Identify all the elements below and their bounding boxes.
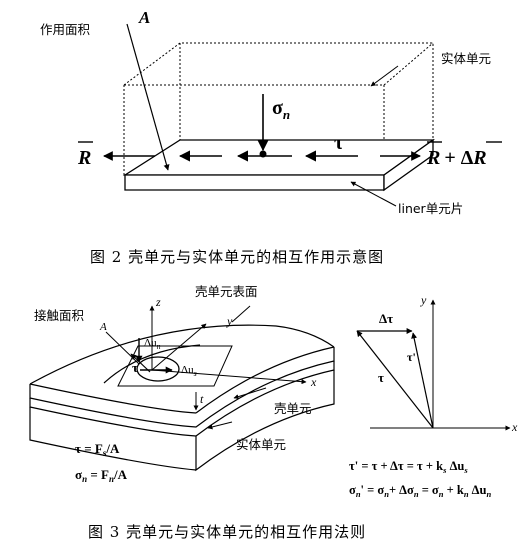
vec-label-delta-tau: Δτ [379,311,393,326]
label-A: A [138,8,150,27]
tau-arrow [130,353,151,373]
label-liner-piece: liner单元片 [398,201,463,216]
label-tau: τ [132,360,138,375]
figure-3-caption: 图 3 壳单元与实体单元的相互作用法则 [88,523,366,541]
label-A: A [99,321,107,333]
vec-tau [356,330,434,429]
pointer-A [105,331,140,365]
vec-tau-prime [411,332,434,429]
vec-label-tau-prime: τ' [407,350,416,364]
vec-label-tau: τ [378,370,384,385]
load-point [259,150,267,158]
figure-2: 作用面积 A 实体单元 σn τ R R+ ΔR liner单元片 图 2 壳单… [40,8,502,266]
pointer-solid [207,421,233,430]
label-shell-surface: 壳单元表面 [195,284,258,299]
eq-tau: τ = Fs/A [75,441,120,458]
label-z: z [155,295,161,309]
pointer-shell-surface [231,305,251,323]
solid-pointer-arrow [370,65,399,87]
law-sigma: σn' = σn+ Δσn = σn + kn Δun [349,483,491,499]
vec-label-y: y [420,293,427,307]
solid-element-box [123,42,434,175]
label-solid-element: 实体单元 [441,51,491,66]
vector-diagram: y x Δτ τ' τ [356,293,518,434]
pointer-shell [233,387,267,400]
svg-text:R: R [77,147,91,169]
axis-x [151,369,307,385]
label-R-left: R [77,141,93,169]
label-x: x [310,375,317,389]
law-tau: τ' = τ + Δτ = τ + ks Δus [349,459,468,475]
contact-circle [136,356,180,382]
label-solid-element: 实体单元 [236,437,286,452]
label-acting-area: 作用面积 [40,22,90,37]
eq-sigma: σn = Fn/A [75,467,128,484]
liner-plate [122,138,436,192]
label-contact-area: 接触面积 [34,308,84,323]
liner-pointer-arrow [350,181,397,207]
label-R-plus-delta-R: R+ ΔR [426,141,502,169]
svg-text:R+ ΔR: R+ ΔR [426,147,487,169]
label-du-s: Δus [181,364,197,378]
figure-2-caption: 图 2 壳单元与实体单元的相互作用示意图 [90,248,384,266]
label-t: t [200,392,204,406]
figure-3: 壳单元表面 接触面积 A z y x Δun Δus τ t 壳单元 实体单元 … [29,284,518,541]
label-du-n: Δun [144,337,161,351]
label-tau: τ [334,132,343,154]
vec-label-x: x [511,420,518,434]
label-sigma-n: σn [272,97,290,122]
axis-y [151,323,207,371]
label-y: y [226,314,233,328]
label-shell-element: 壳单元 [274,401,312,416]
area-pointer-arrow [126,23,170,171]
curved-body [29,324,335,472]
